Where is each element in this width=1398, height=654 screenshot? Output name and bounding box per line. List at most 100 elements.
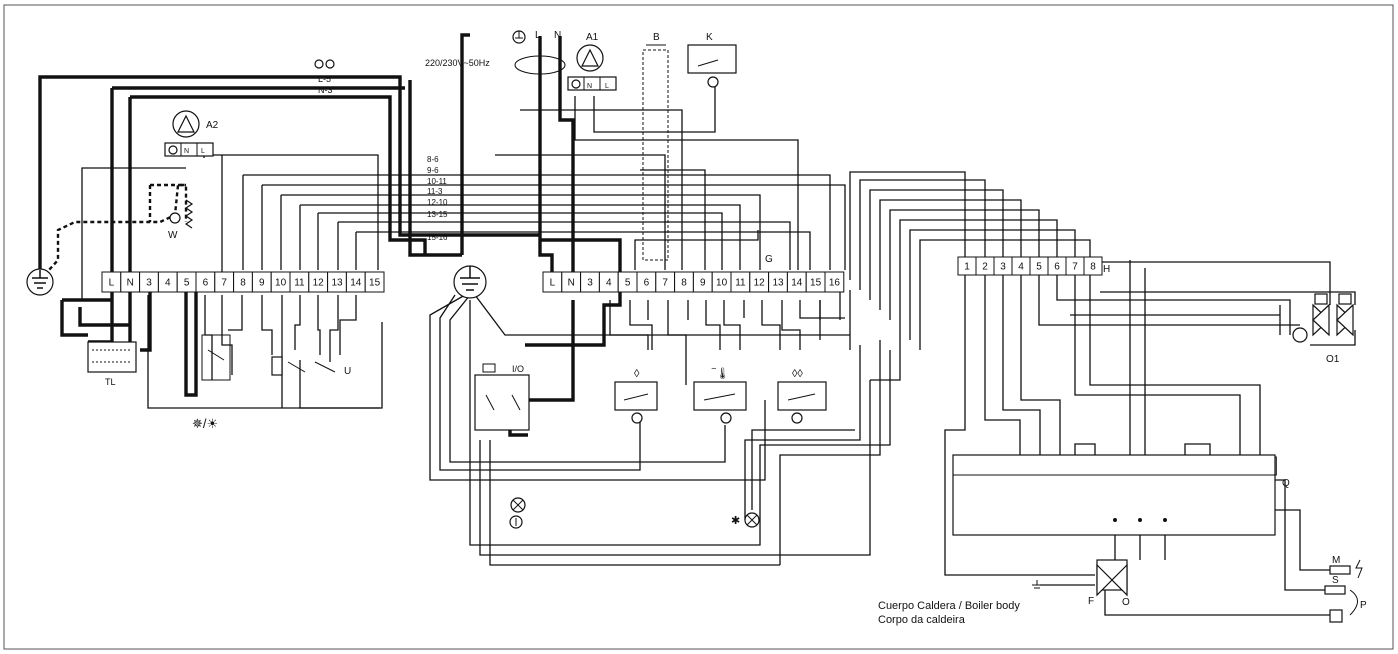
terminal-label: L	[550, 278, 556, 289]
q-label: Q	[1282, 478, 1290, 489]
terminal-label: 6	[203, 278, 209, 289]
ground-symbol-left	[26, 268, 54, 296]
n3-label: N-3	[318, 85, 333, 95]
supply-label: 220/230V~50Hz	[425, 58, 490, 68]
io-label: I/O	[512, 364, 524, 374]
terminal-label: 9	[700, 278, 706, 289]
terminal-center-9: 9	[692, 271, 713, 293]
terminal-center-11: 11	[730, 271, 751, 293]
bridge-label: 9-6	[427, 166, 439, 175]
burner-p	[1329, 589, 1358, 623]
pump-a1-n: N	[587, 83, 592, 90]
indicator-lamp-icon	[509, 497, 526, 529]
k-label: K	[706, 32, 713, 43]
terminal-label: 14	[350, 278, 362, 289]
terminal-label: 10	[716, 278, 728, 289]
terminal-left-5: 5	[176, 271, 197, 293]
terminal-center-13: 13	[768, 271, 788, 293]
selector-switch-icon	[201, 334, 231, 381]
terminal-label: 8	[681, 278, 687, 289]
terminal-h-6: 6	[1047, 256, 1067, 276]
l5-label: L-5	[318, 74, 331, 84]
supply-cable-ring	[514, 55, 566, 75]
pump-a2-l: L	[201, 148, 205, 155]
terminal-center-10: 10	[711, 271, 732, 293]
terminal-left-15: 15	[364, 271, 385, 293]
terminal-h-7: 7	[1065, 256, 1085, 276]
svg-text:✱: ✱	[731, 515, 740, 527]
terminal-label: N	[127, 278, 134, 289]
valve-o1-icon	[1292, 293, 1354, 343]
pump-a1-label: A1	[586, 32, 599, 43]
s-label: S	[1332, 575, 1339, 586]
boiler-body-caption-pt: Corpo da caldeira	[878, 614, 966, 626]
svg-text:◊◊: ◊◊	[792, 368, 803, 380]
terminal-label: 11	[294, 278, 305, 289]
supply-l-label: L	[535, 30, 541, 41]
thin-wires	[81, 85, 1356, 616]
terminal-center-6: 6	[636, 271, 657, 293]
terminal-center-16: 16	[824, 271, 845, 293]
terminal-left-11: 11	[289, 271, 310, 293]
terminal-center-N: N	[561, 271, 582, 293]
ground-symbol-center	[453, 265, 487, 299]
boiler-ground-icon	[1032, 580, 1042, 589]
terminal-label: 13	[331, 278, 343, 289]
o-label: O	[1122, 597, 1130, 608]
pump-a2-label: A2	[206, 120, 219, 131]
resistance-w-icon	[169, 199, 194, 229]
terminal-center-12: 12	[749, 271, 770, 293]
terminal-h-4: 4	[1011, 256, 1031, 276]
bridge-label: 11-3	[427, 187, 443, 196]
terminal-label: 3	[1000, 262, 1006, 273]
terminal-left-6: 6	[195, 271, 216, 293]
boiler-body-caption: Cuerpo Caldera / Boiler body	[878, 600, 1020, 612]
terminal-left-9: 9	[251, 271, 272, 293]
f-label: F	[1088, 596, 1094, 607]
pump-a1-l: L	[605, 83, 609, 90]
svg-text:◊: ◊	[634, 368, 640, 380]
dashed-b-link	[642, 49, 669, 261]
fault-lamp-icon: ✱	[731, 512, 760, 528]
terminal-left-7: 7	[214, 271, 235, 293]
terminal-label: 15	[810, 278, 822, 289]
terminal-label: 4	[165, 278, 171, 289]
tl-thermostat-box	[87, 341, 137, 373]
terminal-center-L: L	[542, 271, 563, 293]
terminal-label: 8	[240, 278, 246, 289]
terminal-h-3: 3	[993, 256, 1013, 276]
p-label: P	[1360, 600, 1367, 611]
terminal-h-2: 2	[975, 256, 995, 276]
terminal-label: 7	[221, 278, 227, 289]
bridge-label: 10-11	[427, 177, 447, 186]
m-label: M	[1332, 555, 1340, 566]
terminal-left-13: 13	[327, 271, 347, 293]
w-label: W	[168, 230, 178, 241]
terminal-label: 5	[625, 278, 631, 289]
g-label: G	[765, 254, 773, 265]
terminal-label: 4	[606, 278, 612, 289]
terminal-label: N	[568, 278, 575, 289]
terminal-h-8: 8	[1083, 256, 1103, 276]
terminal-label: 3	[587, 278, 593, 289]
terminal-left-12: 12	[308, 271, 329, 293]
terminal-label: 13	[772, 278, 784, 289]
terminal-label: 10	[275, 278, 287, 289]
terminal-label: L	[109, 278, 115, 289]
terminal-label: 5	[1036, 262, 1042, 273]
o1-label: O1	[1326, 354, 1340, 365]
terminal-left-14: 14	[345, 271, 366, 293]
thermostat-k-box	[687, 44, 737, 88]
sensor-s	[1324, 585, 1346, 595]
terminal-label: 7	[662, 278, 668, 289]
terminal-label: 1	[964, 262, 970, 273]
thermostat-1: ◊	[614, 368, 658, 424]
sun-snow-icon: ✵/☀	[192, 416, 218, 431]
u-label: U	[344, 366, 351, 377]
pump-a1-icon	[567, 44, 617, 91]
